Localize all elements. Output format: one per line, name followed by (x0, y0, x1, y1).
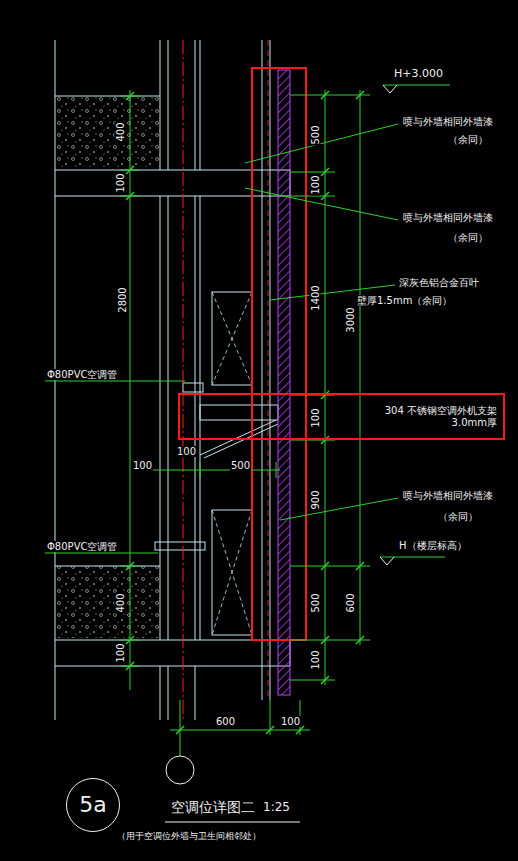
note-label: H+3.000 (393, 68, 444, 80)
dimension-text: 2800 (117, 286, 128, 313)
note-label: H（楼层标高） (398, 540, 468, 551)
note-label: 喷与外墙相同外墙漆 (402, 116, 494, 127)
dimension-text: 500 (310, 124, 321, 145)
note-label: Φ80PVC空调管 (46, 369, 118, 380)
dimension-text: 400 (115, 592, 126, 613)
dimension-text: 100 (310, 649, 321, 670)
part-label: 3.0mm厚 (452, 417, 497, 429)
highlight-box: 304 不锈钢空调外机支架3.0mm厚 (178, 393, 505, 440)
dimension-text: 900 (310, 489, 321, 510)
note-label: 100 (280, 716, 301, 727)
dimension-text: 500 (310, 592, 321, 613)
dimension-text: 400 (115, 121, 126, 142)
note-label: 壁厚1.5mm（余同） (356, 295, 453, 306)
note-label: Φ80PVC空调管 (46, 541, 118, 552)
note-label: 喷与外墙相同外墙漆 (402, 212, 494, 223)
detail-index-circle: 5a (66, 778, 120, 832)
detail-number: 5a (79, 792, 106, 818)
dimension-text: 600 (345, 592, 356, 613)
note-label: 喷与外墙相同外墙漆 (402, 490, 494, 501)
part-label: 304 不锈钢空调外机支架 (385, 405, 497, 417)
note-label: 500 (230, 460, 251, 471)
dimension-text: 100 (310, 407, 321, 428)
note-label: （余同） (437, 511, 479, 522)
note-label: 100 (132, 460, 153, 471)
dimension-text: 100 (115, 642, 126, 663)
dimension-text: 1400 (310, 284, 321, 311)
dimension-text: 3000 (345, 306, 356, 333)
note-label: （余同） (447, 134, 489, 145)
dimension-text: 100 (115, 172, 126, 193)
note-label: 深灰色铝合金百叶 (398, 277, 480, 288)
drawing-title: 空调位详图二 (170, 800, 256, 815)
note-label: 100 (176, 446, 197, 457)
note-label: （余同） (447, 232, 489, 243)
note-label: 600 (215, 716, 236, 727)
note-label: 1:25 (262, 801, 291, 814)
drawing-caption: （用于空调位外墙与卫生间相邻处） (116, 832, 262, 842)
dimension-text: 100 (310, 174, 321, 195)
